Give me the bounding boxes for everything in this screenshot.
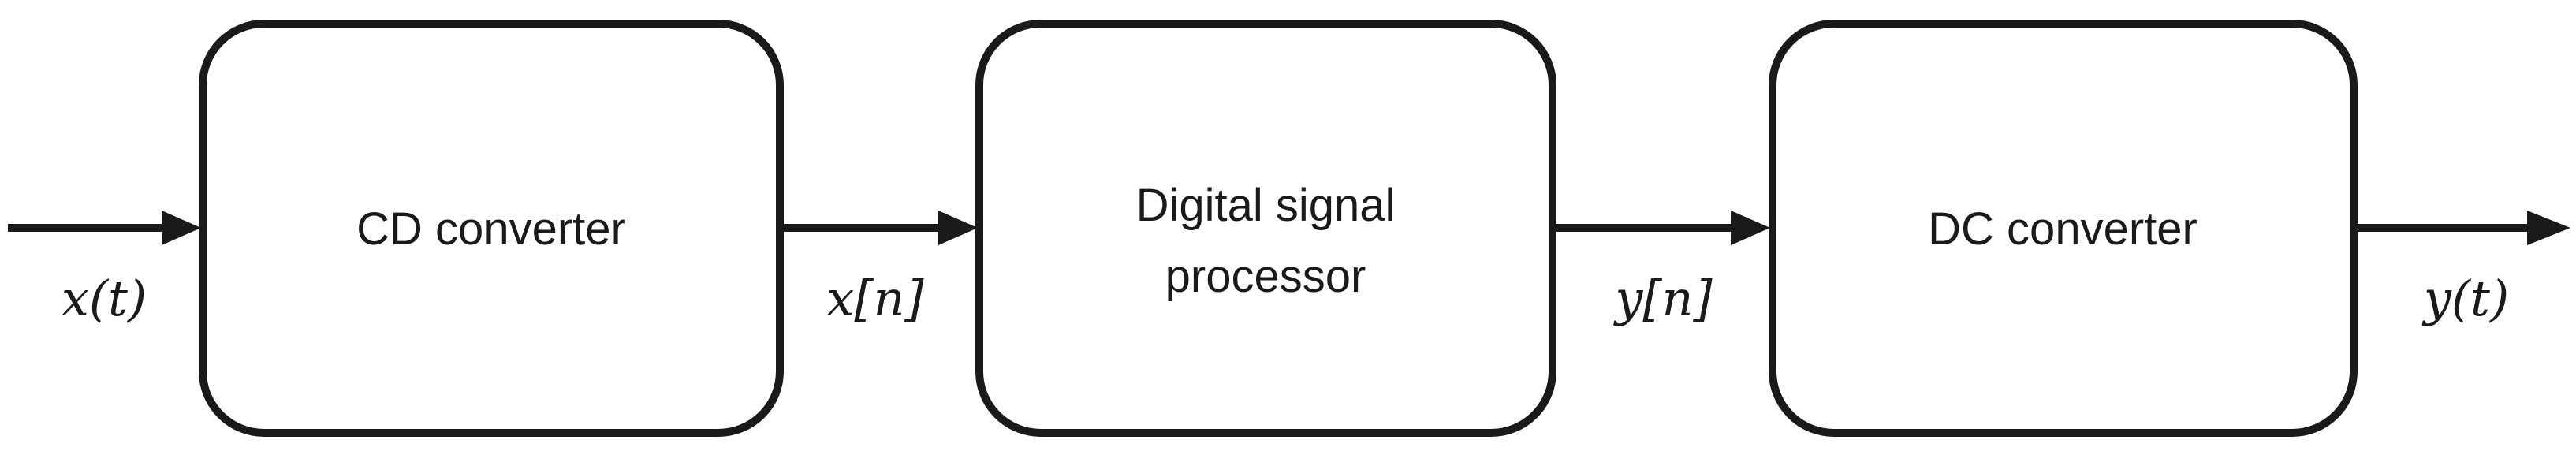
arrow-input	[8, 211, 201, 245]
dsp-label-line-1: Digital signal	[1136, 180, 1396, 231]
signal-label-output: y(t)	[2421, 270, 2509, 327]
cd-converter-block	[199, 20, 784, 437]
arrow-dsp-to-dc	[1555, 211, 1770, 245]
arrow-cd-to-dsp	[782, 211, 978, 245]
dc-converter-label: DC converter	[1928, 203, 2198, 255]
dsp-label-line-2: processor	[1165, 251, 1366, 302]
digital-signal-processor-block	[975, 20, 1556, 437]
cd-converter-label: CD converter	[356, 203, 626, 255]
arrows	[8, 211, 2570, 245]
arrow-output	[2356, 211, 2570, 245]
dc-converter-block	[1769, 20, 2358, 437]
signal-labels: x(t) x[n] y[n] y(t)	[62, 270, 2509, 327]
signal-label-processed: y[n]	[1612, 270, 1713, 327]
signal-label-sampled: x[n]	[826, 270, 924, 327]
signal-label-input: x(t)	[62, 270, 147, 327]
blocks	[199, 20, 2358, 437]
block-labels: CD converter Digital signal processor DC…	[356, 180, 2198, 302]
